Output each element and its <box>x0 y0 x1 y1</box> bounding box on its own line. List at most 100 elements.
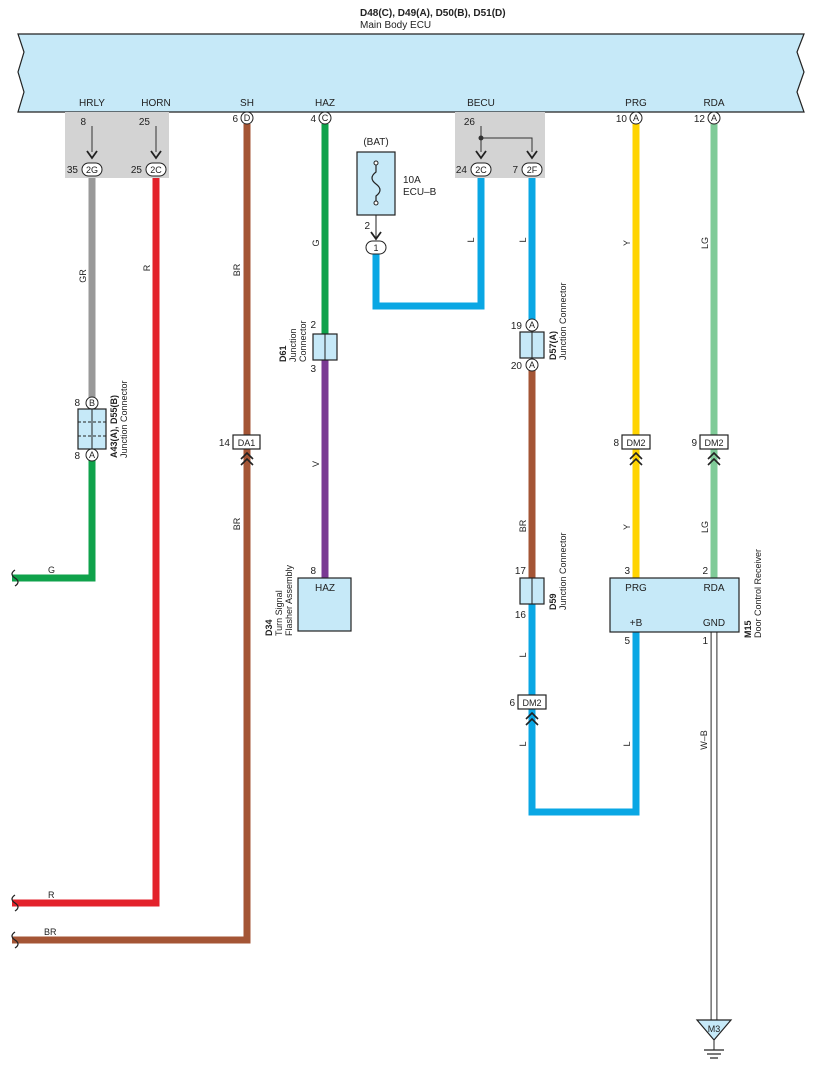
da1-conn: DA1 <box>238 438 256 448</box>
fuse-rating: 10A <box>403 175 421 186</box>
m15-rda: RDA <box>703 583 724 594</box>
m15-rda-pin: 2 <box>702 566 708 577</box>
dm2-prg-pin: 8 <box>613 438 619 449</box>
break-mark-br <box>11 931 19 949</box>
d57-conn-circle-top <box>525 318 539 332</box>
fuse-end-top <box>373 160 379 166</box>
d34-name1: Turn Signal <box>274 590 284 636</box>
wire-label-y-1: Y <box>622 240 632 246</box>
conn-haz: C <box>322 113 329 123</box>
pin-horn: 25 <box>139 117 151 128</box>
wire-label-v: V <box>311 461 321 467</box>
d57-name: Junction Connector <box>558 282 568 360</box>
m15-b-pin: 5 <box>624 636 630 647</box>
wire-label-l-fuse: L <box>466 237 476 242</box>
wire-label-lg-2: LG <box>700 521 710 533</box>
wire-l-d59 <box>528 604 640 816</box>
pin-prg: 10 <box>616 114 628 125</box>
d61-name1: Junction <box>288 328 298 362</box>
d34-terminal: HAZ <box>315 583 335 594</box>
jb-pin-becu-a: 24 <box>456 165 468 176</box>
ecu-terminal-hrly: HRLY <box>79 98 105 109</box>
a43-pin-top: 8 <box>74 398 80 409</box>
a43-conn-circle-bottom <box>85 448 99 462</box>
dm2-rda-chevron <box>707 451 721 466</box>
wire-br-sh <box>12 124 251 944</box>
conn-circle-haz <box>318 111 332 125</box>
a43-conn-top: B <box>89 398 95 408</box>
wire-label-l-becu: L <box>518 237 528 242</box>
jb-conn-box-becu-b <box>521 162 543 177</box>
wire-label-br-2: BR <box>232 517 242 530</box>
d34-name2: Flasher Assembly <box>284 564 294 636</box>
pin-sh: 6 <box>232 114 238 125</box>
conn-rda: A <box>711 113 717 123</box>
a43-name: Junction Connector <box>119 380 129 458</box>
jb-pin-hrly: 35 <box>67 165 79 176</box>
break-mark-r <box>11 894 19 912</box>
fuse-conn-box <box>365 240 387 255</box>
dm2-rda-conn: DM2 <box>704 438 723 448</box>
conn-circle-sh <box>240 111 254 125</box>
d61-pin-top: 2 <box>310 320 316 331</box>
m15-id: M15 <box>743 620 753 638</box>
ecu-name-label: Main Body ECU <box>360 20 431 31</box>
m15-prg: PRG <box>625 583 647 594</box>
wire-label-gr: GR <box>78 269 88 283</box>
fuse-end-bottom <box>373 200 379 206</box>
pin-becu: 26 <box>464 117 476 128</box>
wire-label-r-left: R <box>48 890 55 900</box>
d57-id: D57(A) <box>548 331 558 360</box>
d57-conn-circle-bottom <box>525 358 539 372</box>
d59-name: Junction Connector <box>558 532 568 610</box>
dm2-rda-box <box>699 434 729 450</box>
dm2-l-box <box>517 694 547 710</box>
pin-hrly: 8 <box>80 117 86 128</box>
fuse-element <box>371 163 381 203</box>
ground-triangle <box>695 1019 733 1041</box>
arrow-becu-a <box>475 150 487 160</box>
ground-label: M3 <box>708 1024 721 1034</box>
dm2-l-chevron <box>525 711 539 726</box>
m15-gnd: GND <box>703 618 725 629</box>
fuse-pin: 2 <box>364 221 370 232</box>
da1-box <box>232 434 261 450</box>
d61-name2: Connector <box>298 320 308 362</box>
da1-chevron <box>240 451 254 466</box>
m15-box <box>609 577 740 633</box>
d61-pin-bottom: 3 <box>310 364 316 375</box>
d57-conn-bottom: A <box>529 360 535 370</box>
ecu-terminal-rda: RDA <box>703 98 724 109</box>
ecu-connectors-label: D48(C), D49(A), D50(B), D51(D) <box>360 8 506 19</box>
d34-box <box>297 577 352 632</box>
d59-id: D59 <box>548 593 558 610</box>
arrow-horn <box>150 150 162 160</box>
conn-sh: D <box>244 113 251 123</box>
ecu-terminal-horn: HORN <box>141 98 170 109</box>
wire-label-g-left: G <box>48 565 55 575</box>
d34-id: D34 <box>264 619 274 636</box>
a43-id: A43(A), D55(B) <box>109 395 119 458</box>
wire-l-fuse <box>372 178 485 310</box>
dm2-l-conn: DM2 <box>522 698 541 708</box>
wire-label-l-b: L <box>622 741 632 746</box>
m15-name: Door Control Receiver <box>753 549 763 638</box>
wire-label-l-d59: L <box>518 652 528 657</box>
dm2-l-pin: 6 <box>509 698 515 709</box>
pin-haz: 4 <box>310 114 316 125</box>
d59-pin-bottom: 16 <box>515 610 527 621</box>
wire-g-left <box>12 460 96 582</box>
wire-label-l-dm2: L <box>518 741 528 746</box>
wire-label-br-left: BR <box>44 927 57 937</box>
fuse-name: ECU–B <box>403 187 437 198</box>
d61-id: D61 <box>278 345 288 362</box>
dm2-prg-box <box>621 434 651 450</box>
wire-label-y-2: Y <box>622 524 632 530</box>
arrow-hrly <box>86 150 98 160</box>
jb-conn-box-horn <box>145 162 167 177</box>
d34-pin: 8 <box>310 566 316 577</box>
conn-prg: A <box>633 113 639 123</box>
main-body-ecu-box <box>17 33 805 113</box>
arrow-becu-b <box>526 150 538 160</box>
